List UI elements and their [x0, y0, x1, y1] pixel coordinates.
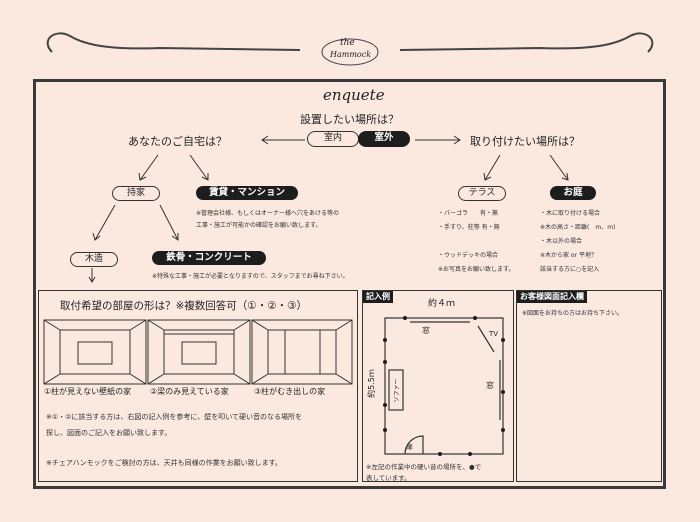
question-location: 設置したい場所は？ [300, 113, 399, 126]
terrace-note: ※お写真をお願い致します。 [438, 266, 515, 273]
rental-note-2: 工事・施工が可能かの確認をお願い致します。 [196, 222, 322, 229]
rental-note-1: ※管理会社様、もしくはオーナー様へ穴をあける等の [196, 210, 340, 217]
steel-label[interactable]: 鉄骨・コンクリート [152, 251, 266, 265]
logo-name: Hammock [330, 50, 372, 59]
room-title: 取付希望の部屋の形は？※複数回答可（①・②・③） [60, 300, 308, 312]
garden-item-3: ・木以外の場合 [540, 238, 583, 245]
steel-note: ※特殊な工事・施工が必要となりますので、スタッフまでお尋ね下さい。 [152, 273, 349, 280]
garden-label[interactable]: お庭 [550, 186, 596, 200]
window-label: 窓 [422, 326, 430, 335]
garden-note: 該当する方に○を記入 [540, 266, 600, 273]
customer-label: お客様図面記入欄 [517, 291, 587, 303]
option-outdoor[interactable]: 室外 [358, 131, 410, 147]
room-caption-3: ③柱がむき出しの家 [254, 387, 326, 396]
house-label[interactable]: 持家 [112, 186, 160, 201]
room-note-1: ※①・②に該当する方は、右図の記入例を参考に、壁を叩いて硬い音のなる場所を [46, 413, 302, 421]
rental-label[interactable]: 賃貸・マンション [196, 186, 298, 200]
tv-label: TV [489, 330, 499, 338]
sofa-label: ソファー [393, 378, 401, 403]
enquete-frame [33, 79, 666, 489]
wood-label[interactable]: 木造 [70, 252, 118, 267]
terrace-item-1: ・パーゴラ 有・無 [438, 210, 499, 217]
garden-item-2: ※木の高さ・距離( m、m) [540, 224, 616, 231]
garden-item-4: ※木から家 or 平地？ [540, 252, 597, 259]
example-note-2: 表しています。 [366, 474, 411, 482]
customer-drawing-box[interactable] [516, 290, 662, 482]
customer-note: ※図面をお持ちの方はお持ち下さい。 [522, 310, 624, 317]
example-height: 約5.5ｍ [366, 369, 376, 398]
room-note-2: 探し、図面のご記入をお願い致します。 [46, 429, 172, 437]
window-label-right: 窓 [486, 381, 494, 390]
enquete-heading: enquete [323, 86, 385, 104]
logo-the: the [340, 38, 355, 48]
room-shape-box [38, 290, 358, 482]
garden-item-1: ・木に取り付ける場合 [540, 210, 601, 217]
question-home: あなたのご自宅は？ [128, 135, 227, 148]
room-caption-1: ①柱が見えない壁紙の家 [44, 387, 132, 396]
question-attach: 取り付けたい場所は？ [470, 135, 580, 148]
terrace-item-2: ・手すり、柱等 有・無 [438, 224, 500, 231]
room-note-3: ※チェアハンモックをご検討の方は、天井も同様の作業をお願い致します。 [46, 459, 282, 467]
example-label: 記入例 [363, 291, 393, 303]
room-caption-2: ②梁のみ見えている家 [150, 387, 229, 396]
terrace-item-3: ・ウッドデッキの場合 [438, 252, 499, 259]
example-width: 約４ｍ [428, 299, 456, 309]
terrace-label[interactable]: テラス [458, 186, 506, 201]
example-box [362, 290, 514, 482]
door-label: 扉 [406, 443, 413, 451]
example-note-1: ※左記の作業中の硬い音の場所を、●で [366, 463, 482, 471]
